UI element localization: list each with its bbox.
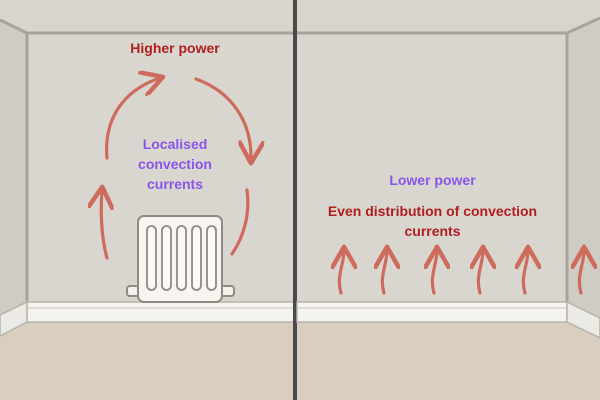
even-distribution-label: Even distribution of convection currents <box>300 201 565 241</box>
arrow-rise-left <box>101 190 107 260</box>
arrow-over-top <box>194 77 251 160</box>
left-ceiling-corner <box>0 18 28 35</box>
right-skirting-back <box>296 301 568 323</box>
label-line: convection <box>138 156 212 172</box>
left-skirting-back <box>26 301 296 323</box>
rising-arrow <box>579 250 584 295</box>
convection-loop <box>101 77 251 260</box>
radiator-fin <box>206 225 217 291</box>
left-room <box>0 18 296 400</box>
left-floor <box>0 320 295 400</box>
radiator-fin <box>161 225 172 291</box>
label-line: currents <box>146 176 204 192</box>
right-floor <box>297 320 600 400</box>
radiator <box>126 215 235 303</box>
arrow-descend-right <box>230 188 250 256</box>
left-skirting-side <box>0 300 28 337</box>
rising-arrow <box>432 250 437 295</box>
label-line: Even distribution of convection <box>327 203 538 219</box>
label-line: currents <box>404 223 461 239</box>
panel-divider <box>293 0 297 400</box>
rising-arrow <box>382 250 387 295</box>
radiator-fin <box>146 225 157 291</box>
even-arrows <box>339 250 584 295</box>
right-side-wall <box>567 18 600 318</box>
localised-currents-label: Localised convection currents <box>100 134 250 194</box>
rising-arrow <box>339 250 344 295</box>
radiator-fin <box>191 225 202 291</box>
rising-arrow <box>478 250 483 295</box>
right-skirting-side <box>566 300 600 339</box>
rising-arrow <box>523 250 528 295</box>
right-ceiling-corner <box>566 16 600 35</box>
lower-power-label: Lower power <box>389 172 476 188</box>
left-side-wall <box>0 20 27 315</box>
arrow-up-curve <box>105 78 160 160</box>
higher-power-label: Higher power <box>130 40 220 56</box>
radiator-fin <box>176 225 187 291</box>
label-line: Localised <box>142 136 208 152</box>
